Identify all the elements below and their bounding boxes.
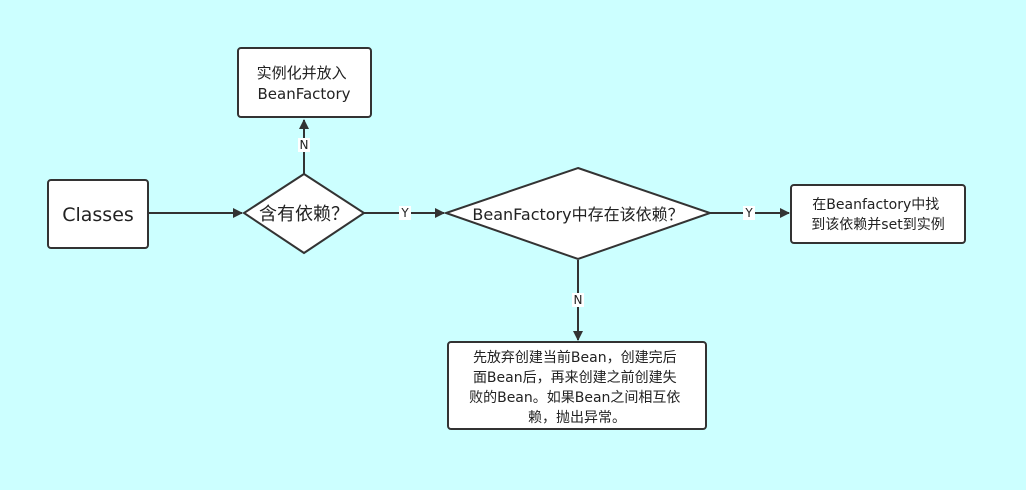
node-has-dependency-label: 含有依赖？ [259,204,349,225]
node-find-and-set: 在Beanfactory中找 到该依赖并set到实例 [790,184,966,244]
node-classes-label: Classes [62,204,134,226]
edge-label-bg [298,138,310,152]
node-classes: Classes [47,179,149,249]
edge-label-bg [743,206,755,220]
node-abandon: 先放弃创建当前Bean，创建完后 面Bean后，再来创建之前创建失 败的Bean… [447,341,707,430]
node-has-dependency: 含有依赖？ [242,172,366,255]
node-find-and-set-label: 在Beanfactory中找 到该依赖并set到实例 [811,197,944,233]
node-abandon-label: 先放弃创建当前Bean，创建完后 面Bean后，再来创建之前创建失 败的Bean… [469,349,685,426]
edge-label-in-bf-yes: Y [744,206,753,220]
node-in-beanfactory: BeanFactory中存在该依赖？ [442,166,714,261]
node-instantiate-label: 实例化并放入 BeanFactory [257,64,352,103]
node-in-beanfactory-label: BeanFactory中存在该依赖？ [472,205,683,224]
edge-label-bg [399,206,411,220]
edge-label-in-bf-no: N [574,293,583,307]
edge-label-bg [572,293,584,307]
edge-label-has-dep-yes: Y [400,206,409,220]
edge-label-has-dep-no: N [300,138,309,152]
node-instantiate: 实例化并放入 BeanFactory [237,47,372,118]
